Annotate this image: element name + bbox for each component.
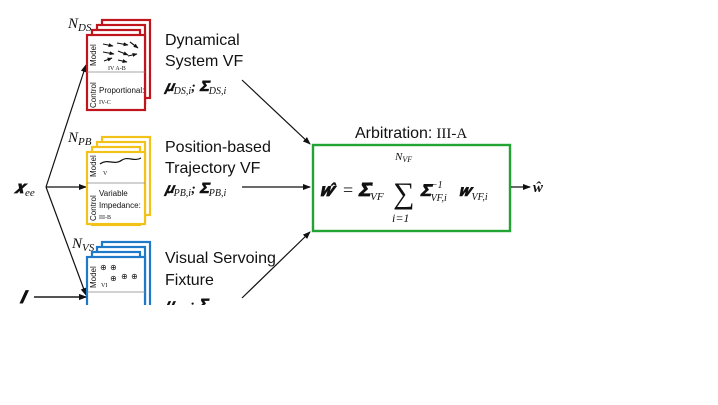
vs-model-ref: VI bbox=[101, 283, 107, 289]
arbitration-title: Arbitration:III-A bbox=[355, 125, 467, 142]
ds-count-label: NDS bbox=[67, 16, 92, 34]
svg-text:⊕: ⊕ bbox=[121, 272, 128, 281]
pb-control-label: Control bbox=[89, 195, 98, 221]
svg-text:⊕: ⊕ bbox=[110, 263, 117, 272]
vs-model-label: Model bbox=[89, 266, 98, 288]
pb-title-line1: Position-based bbox=[165, 139, 271, 156]
pb-control-text-2: Impedance: bbox=[99, 201, 141, 210]
sum-symbol: ∑ bbox=[393, 177, 414, 210]
bottom-crop-mask bbox=[0, 305, 718, 405]
svg-text:⊕: ⊕ bbox=[131, 272, 138, 281]
formula-equals: = bbox=[343, 180, 353, 200]
input-image-label-top: 𝑰 bbox=[19, 288, 29, 307]
pb-control-text-1: Variable bbox=[99, 189, 128, 198]
pb-count-label: NPB bbox=[67, 130, 92, 148]
ds-module: NDS Model Control IV A-B Proportional: I… bbox=[67, 16, 243, 112]
trajectory-curve-icon bbox=[99, 157, 142, 165]
pb-model-ref: V bbox=[103, 171, 108, 177]
input-arrows bbox=[34, 64, 87, 300]
pb-model-label: Model bbox=[89, 155, 98, 177]
sum-lower-limit: i=1 bbox=[392, 211, 409, 225]
ds-title-line1: Dynamical bbox=[165, 32, 240, 49]
ds-model-ref: IV A-B bbox=[108, 66, 126, 72]
pb-control-ref: III-B bbox=[99, 215, 111, 221]
pb-title-line2: Trajectory VF bbox=[165, 160, 261, 177]
output-w-hat: ŵ bbox=[532, 180, 543, 196]
vs-title-line1: Visual Servoing bbox=[165, 250, 276, 267]
pb-card-front bbox=[85, 150, 147, 226]
sum-upper-limit: NVF bbox=[394, 151, 412, 164]
ds-model-label: Model bbox=[89, 44, 98, 66]
visual-features-icon: ⊕ ⊕ ⊕ ⊕ ⊕ bbox=[100, 263, 138, 283]
ds-control-text: Proportional: bbox=[99, 86, 144, 95]
arbitration-box bbox=[311, 143, 512, 233]
formula-w-hat: 𝒘̂ bbox=[320, 180, 338, 200]
ds-title-line2: System VF bbox=[165, 53, 243, 70]
ds-stats: 𝝁DS,i; 𝚺DS,i bbox=[163, 80, 226, 97]
stats-to-arbitration-arrows bbox=[241, 79, 311, 299]
vector-field-icon bbox=[102, 41, 139, 63]
vs-title-line2: Fixture bbox=[165, 272, 214, 289]
arbitration-block: Arbitration:III-A 𝒘̂ = 𝚺̂VF NVF ∑ i=1 𝚺−… bbox=[311, 125, 512, 233]
svg-text:⊕: ⊕ bbox=[110, 274, 117, 283]
input-xee-label: 𝒙ee bbox=[13, 178, 35, 199]
ds-control-label: Control bbox=[89, 82, 98, 108]
pb-module: NPB Model Control V Variable Impedance: … bbox=[67, 130, 271, 227]
ds-control-ref: IV-C bbox=[99, 100, 111, 106]
input-image-label: 𝑰 bbox=[19, 288, 29, 307]
svg-text:⊕: ⊕ bbox=[100, 263, 107, 272]
pb-stats: 𝝁PB,i; 𝚺PB,i bbox=[163, 182, 226, 199]
